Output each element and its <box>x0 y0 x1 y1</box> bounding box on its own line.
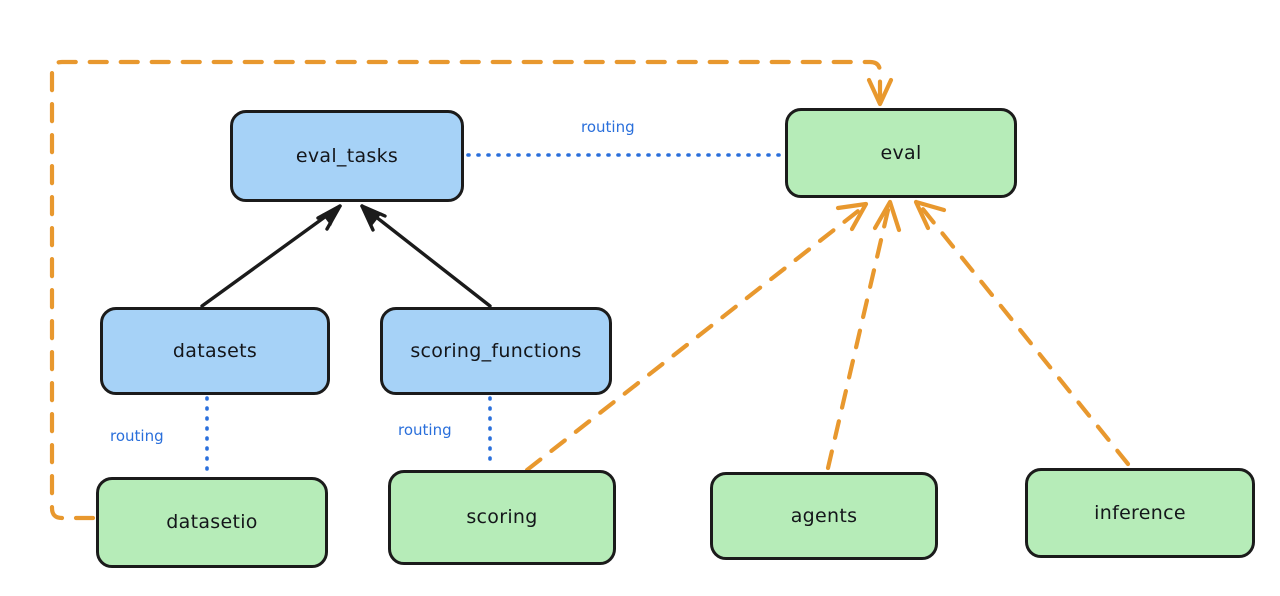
edge-scoring-functions-eval_tasks <box>360 204 492 308</box>
node-inference[interactable]: inference <box>1025 468 1255 558</box>
node-label-inference: inference <box>1094 501 1186 524</box>
node-eval[interactable]: eval <box>785 108 1017 198</box>
node-label-eval: eval <box>880 141 922 164</box>
edge-datasetio-eval <box>49 59 894 521</box>
node-datasets[interactable]: datasets <box>100 307 330 395</box>
node-label-eval-tasks: eval_tasks <box>295 144 399 167</box>
node-eval-tasks[interactable]: eval_tasks <box>230 110 464 202</box>
edge-label-routing-eval-tasks-eval: routing <box>581 118 635 136</box>
edge-label-routing-datasets-datasetio: routing <box>110 427 164 445</box>
node-label-scoring: scoring <box>466 506 538 529</box>
node-scoring-functions[interactable]: scoring_functions <box>380 307 612 395</box>
edge-label-routing-scoring-functions-scoring: routing <box>398 421 452 439</box>
node-datasetio[interactable]: datasetio <box>96 477 328 568</box>
edge-datasets-eval_tasks <box>200 204 342 308</box>
node-label-datasets: datasets <box>172 339 258 362</box>
node-scoring[interactable]: scoring <box>388 470 616 565</box>
node-label-datasetio: datasetio <box>166 511 258 534</box>
node-label-agents: agents <box>790 504 858 527</box>
node-label-scoring-functions: scoring_functions <box>410 339 582 362</box>
edge-scoring-eval <box>524 201 869 473</box>
edge-agents-eval <box>825 199 902 471</box>
node-agents[interactable]: agents <box>710 472 938 560</box>
edge-inference-eval <box>913 199 1131 467</box>
